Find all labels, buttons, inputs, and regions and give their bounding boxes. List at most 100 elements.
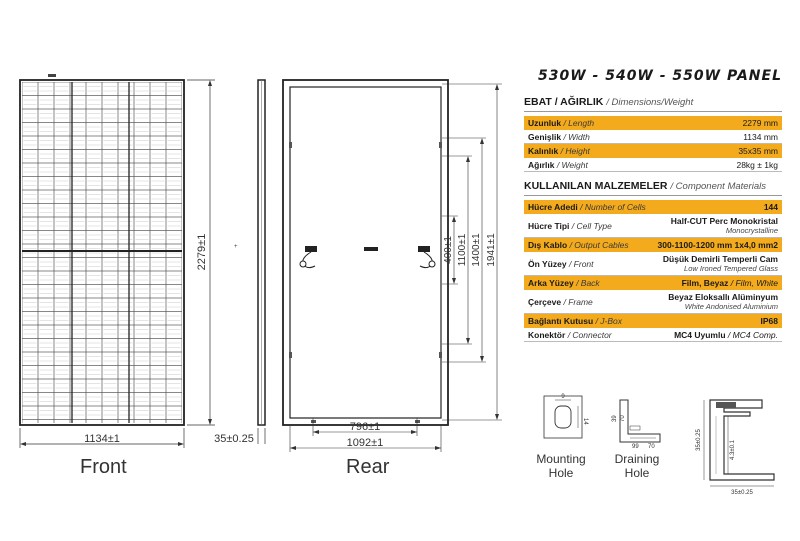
material-row-label: Arka Yüzey / Back [528,278,600,288]
material-row: Arka Yüzey / Back Film, Beyaz / Film, Whi… [524,276,782,290]
dimension-row: Ağırlık / Weight 28kg ± 1kg [524,158,782,172]
front-view [19,74,215,448]
material-value-sub: White Andonised Aluminium [684,302,778,311]
detail-drawings: 9 14 39 70 99 70 35±0.25 4.3±0.1 35±0.25 [524,388,782,536]
dimension-row: Kalınlık / Height 35x35 mm [524,144,782,158]
dimension-label-tr: Genişlik [528,131,562,142]
material-row-label: Bağlantı Kutusu / J-Box [528,316,622,326]
material-row-label: Ön Yüzey / Front [528,259,594,269]
mounting-label-1: Mounting [536,452,586,466]
frame-dim-width: 35±0.25 [731,490,753,496]
material-label-tr: Hücre Adedi [528,201,578,212]
material-label-tr: Ön Yüzey [528,258,567,269]
material-label-tr: Çerçeve [528,296,562,307]
dimensions-heading-tr: EBAT / AĞIRLIK [524,96,604,108]
material-row-label: Konektör / Connector [528,330,612,340]
dimension-label-en: / Weight [556,159,588,170]
material-row-value: 300-1100-1200 mm 1x4,0 mm2 [657,240,778,250]
mounting-hole-drawing: 9 14 [543,394,588,439]
dimension-row-label: Ağırlık / Weight [528,160,588,170]
materials-heading-tr: KULLANILAN MALZEMELER [524,180,668,192]
dimension-row-label: Kalınlık / Height [528,146,590,156]
material-label-en: / Number of Cells [580,201,646,212]
material-label-en: / Connector [567,329,612,340]
material-value-main: MC4 Uyumlu [674,329,726,340]
draining-label-2: Hole [624,466,650,480]
svg-text:+: + [234,244,238,250]
material-row-value: MC4 Uyumlu / MC4 Comp. [674,330,778,340]
material-row: Dış Kablo / Output Cables 300-1100-1200 m… [524,238,782,252]
material-value-main: Half-CUT Perc Monokristal [670,216,778,226]
dimension-label-tr: Kalınlık [528,145,559,156]
rear-label: Rear [346,456,390,478]
materials-heading-en: / Component Materials [670,181,766,192]
rear-outer-width-dim: 1092±1 [347,437,384,449]
dimension-row-label: Genişlik / Width [528,132,590,142]
drawings-area: + [19,74,502,478]
material-value-sub: Monocrystalline [725,226,778,235]
dimension-value-main: 28kg ± 1kg [736,159,778,170]
rear-dim-1941: 1941±1 [486,233,497,267]
material-row: Bağlantı Kutusu / J-Box IP68 [524,314,782,328]
material-label-tr: Arka Yüzey [528,277,574,288]
rear-inner-width-dim: 796±1 [350,421,381,433]
dimension-label-en: / Width [563,131,590,142]
material-value-sub: Low Ironed Tempered Glass [684,264,778,273]
front-width-dim: 1134±1 [84,433,120,445]
material-label-en: / Cell Type [571,220,612,231]
material-row-label: Hücre Tipi / Cell Type [528,221,612,231]
material-value-main: IP68 [760,315,779,326]
draining-label-1: Draining [614,452,660,466]
front-height-dim: 2279±1 [196,234,208,271]
dimension-label-tr: Ağırlık [528,159,555,170]
material-value-main: 144 [763,201,778,212]
material-label-en: / Back [576,277,600,288]
dimension-value-main: 1134 mm [743,131,778,142]
thickness-dim: 35±0.25 [214,433,254,445]
materials-heading: KULLANILAN MALZEMELER / Component Materi… [524,180,782,196]
dimension-row-value: 2279 mm [743,118,778,128]
mounting-hole-label: Mounting Hole [526,452,596,480]
dimension-value-main: 35x35 mm [738,145,778,156]
mounting-label-2: Hole [548,466,574,480]
dimension-row-value: 1134 mm [743,132,778,142]
panel-title: 530W - 540W - 550W PANEL [537,68,782,84]
detail-svg: 9 14 39 70 99 70 35±0.25 4.3±0.1 35±0.25 [543,394,775,496]
rear-dim-1400: 1400±1 [471,233,482,267]
dimensions-heading: EBAT / AĞIRLIK / Dimensions/Weight [524,96,782,112]
rear-view [282,79,502,452]
material-label-en: / J-Box [595,315,622,326]
material-row: Çerçeve / Frame Beyaz Eloksallı Alüminyum… [524,290,782,314]
material-row-label: Dış Kablo / Output Cables [528,240,629,250]
frame-profile-drawing: 35±0.25 4.3±0.1 35±0.25 [696,399,775,496]
material-value-sub-inline: / MC4 Comp. [727,329,778,340]
material-value-main: 300-1100-1200 mm 1x4,0 mm2 [657,239,778,250]
dimension-label-tr: Uzunluk [528,117,562,128]
dimensions-table: Uzunluk / Length 2279 mm Genişlik / Width 1… [524,116,782,172]
material-label-en: / Frame [563,296,593,307]
material-value-main: Film, Beyaz [681,277,729,288]
drain-dim-b: 70 [620,415,626,422]
side-view: + [234,79,266,444]
material-label-en: / Output Cables [569,239,629,250]
material-value-main: Beyaz Eloksallı Alüminyum [668,292,778,302]
material-row-label: Hücre Adedi / Number of Cells [528,202,646,212]
frame-dim-height: 35±0.25 [696,429,702,451]
dimension-label-en: / Height [560,145,590,156]
rear-dim-400: 400±1 [443,236,454,264]
drain-dim-d: 70 [648,444,655,450]
dimensions-heading-en: / Dimensions/Weight [606,97,694,108]
dimension-value-main: 2279 mm [742,117,778,128]
material-row-value: Film, Beyaz / Film, White [682,278,778,288]
material-label-tr: Bağlantı Kutusu [528,315,594,326]
mounting-dim-top: 9 [561,394,565,400]
frame-dim-inner: 4.3±0.1 [730,439,736,460]
draining-hole-drawing: 39 70 99 70 [612,399,661,450]
dimension-row: Genişlik / Width 1134 mm [524,130,782,144]
dimension-label-en: / Length [563,117,595,128]
drain-dim-c: 99 [632,444,639,450]
dimension-row-value: 28kg ± 1kg [736,160,778,170]
